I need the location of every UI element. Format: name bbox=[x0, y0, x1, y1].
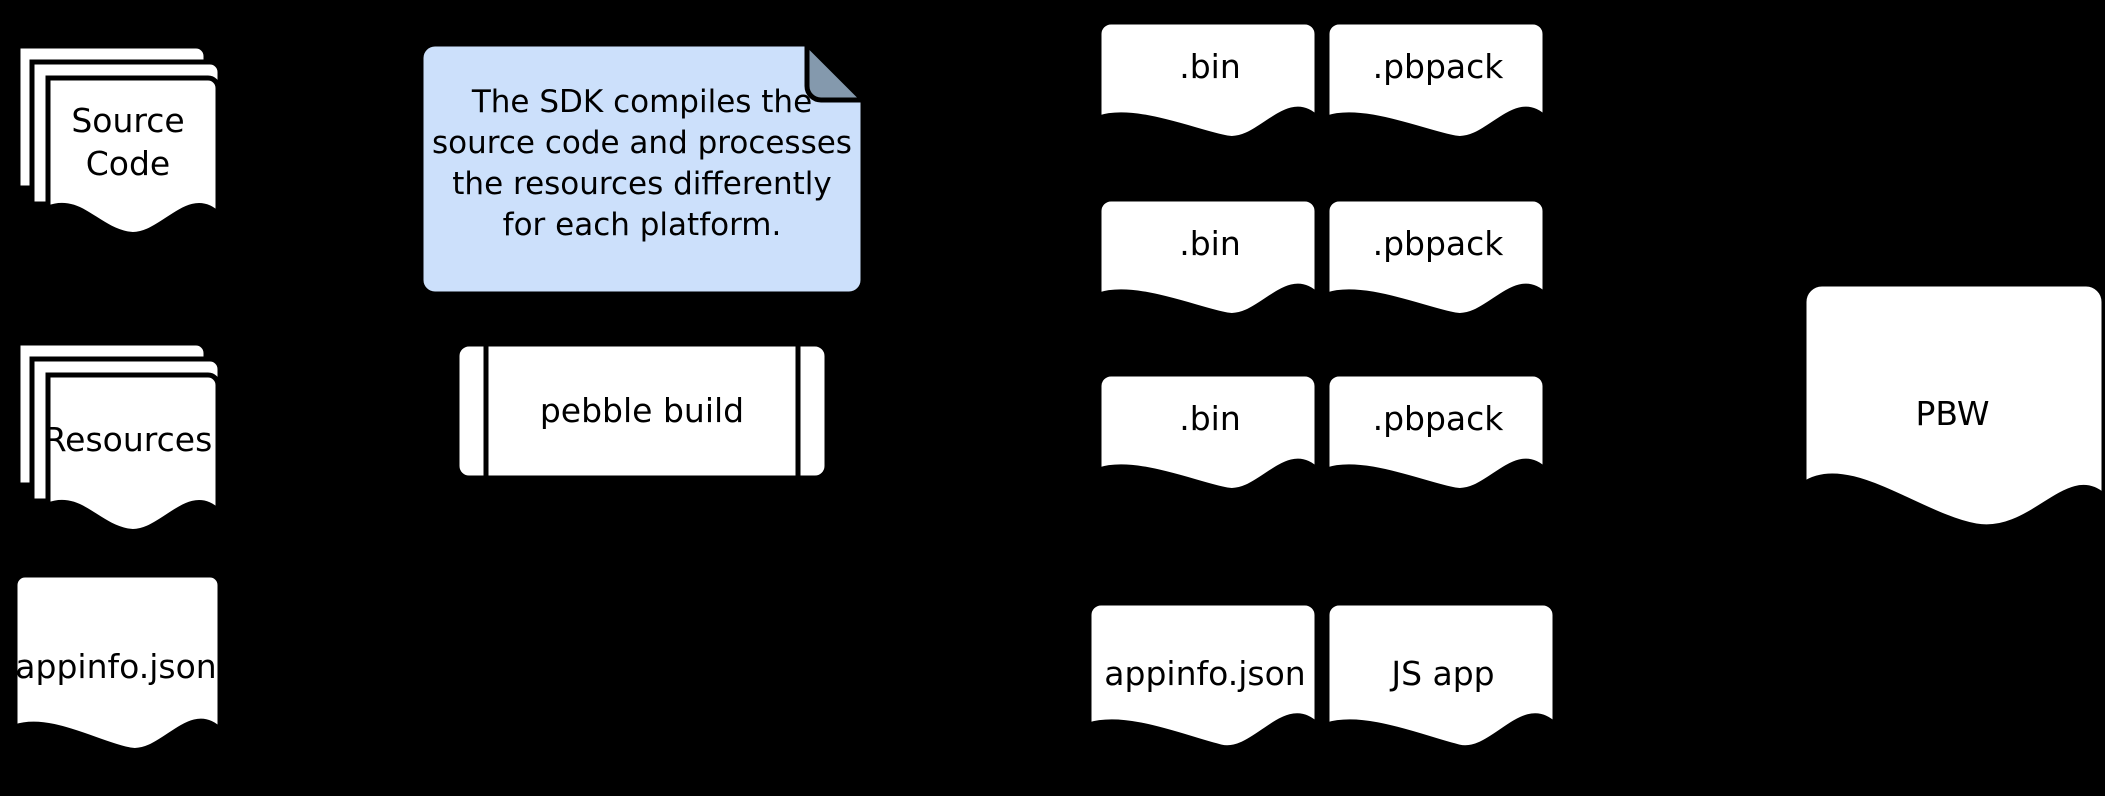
document-body bbox=[1801, 281, 2105, 530]
node-sdk-note[interactable]: The SDK compiles the source code and pro… bbox=[417, 40, 867, 298]
node-resources[interactable]: Resources bbox=[10, 335, 228, 550]
document-body bbox=[1086, 600, 1320, 751]
node-pebble-build[interactable]: pebble build bbox=[453, 340, 831, 482]
note-fold-icon bbox=[804, 41, 866, 103]
note-body bbox=[418, 41, 866, 297]
document-body bbox=[1096, 19, 1320, 141]
document-body bbox=[1096, 371, 1320, 493]
document-body bbox=[45, 75, 221, 237]
node-appinfo-json-input[interactable]: appinfo.json bbox=[10, 570, 228, 760]
node-bin-3[interactable]: .bin bbox=[1095, 362, 1325, 493]
document-body bbox=[45, 372, 221, 534]
node-pbpack-3[interactable]: .pbpack bbox=[1323, 362, 1553, 493]
document-body bbox=[1324, 19, 1548, 141]
node-pbw[interactable]: PBW bbox=[1800, 278, 2105, 543]
node-bin-2[interactable]: .bin bbox=[1095, 187, 1325, 318]
document-body bbox=[1324, 196, 1548, 318]
document-body bbox=[1096, 196, 1320, 318]
document-body bbox=[12, 572, 223, 753]
node-appinfo-json-output[interactable]: appinfo.json bbox=[1085, 595, 1325, 755]
document-body bbox=[1324, 371, 1548, 493]
node-pbpack-2[interactable]: .pbpack bbox=[1323, 187, 1553, 318]
node-source-code[interactable]: Source Code bbox=[10, 38, 228, 253]
process-outer-box bbox=[454, 341, 830, 481]
node-pbpack-1[interactable]: .pbpack bbox=[1323, 10, 1553, 141]
document-body bbox=[1324, 600, 1558, 751]
node-bin-1[interactable]: .bin bbox=[1095, 10, 1325, 141]
node-js-app[interactable]: JS app bbox=[1323, 595, 1563, 755]
